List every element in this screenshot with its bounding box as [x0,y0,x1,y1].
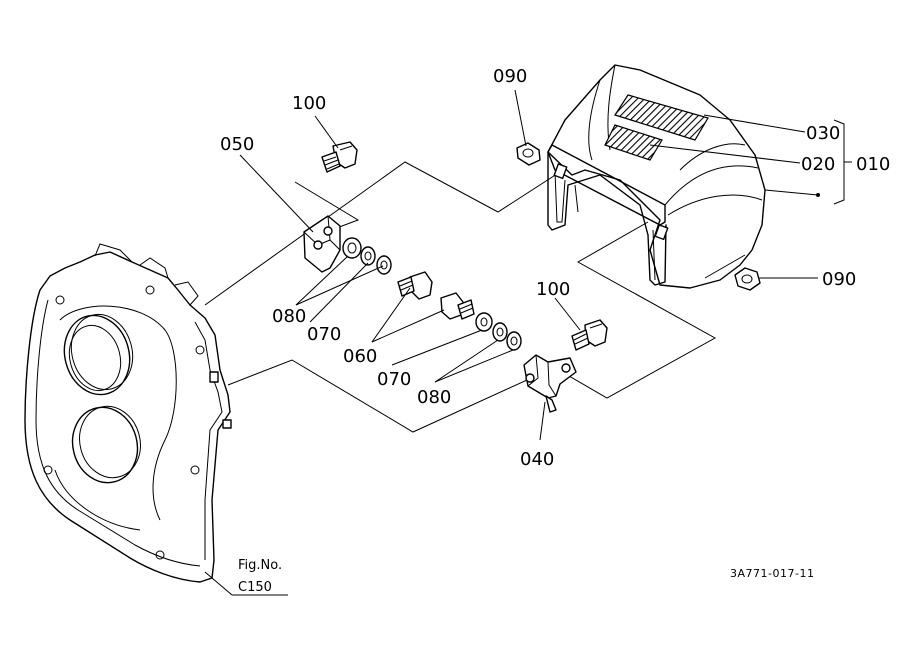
callout-090-right: 090 [822,269,856,290]
callout-040: 040 [520,449,554,470]
washer-080-left-b [376,255,392,275]
washer-070-right [475,312,493,332]
callout-leaders [204,89,819,596]
callout-020: 020 [801,154,835,175]
callout-070-right: 070 [377,369,411,390]
cover-assembly [547,64,766,289]
callout-080-right: 080 [417,387,451,408]
bracket-040 [523,354,577,413]
label-030 [614,94,709,141]
nut-090-right [734,267,761,291]
callout-100-right: 100 [536,279,570,300]
washer-080-left [342,237,362,259]
bolt-100-right [571,319,608,351]
bolt-060-right [440,292,475,320]
bolt-060-left [397,271,433,300]
callout-060: 060 [343,346,377,367]
fig-label: Fig.No. [238,558,282,573]
callout-030: 030 [806,123,840,144]
callout-100-top: 100 [292,93,326,114]
fig-number: C150 [238,580,272,595]
callout-090-top: 090 [493,66,527,87]
washer-070-left [360,246,376,266]
assembly-leader-lines [204,161,717,433]
gear-case-housing [24,243,232,583]
group-bracket-010 [816,119,852,205]
label-020 [604,124,663,161]
bracket-050 [303,215,341,273]
washer-080-right-a [492,322,508,342]
callout-010: 010 [856,154,890,175]
nut-090-top [516,142,541,166]
callout-050: 050 [220,134,254,155]
drawing-code: 3A771-017-11 [730,567,814,580]
bolt-100-top [321,141,358,173]
callout-080-left: 080 [272,306,306,327]
callout-070-left: 070 [307,324,341,345]
washer-080-right-b [506,331,522,351]
